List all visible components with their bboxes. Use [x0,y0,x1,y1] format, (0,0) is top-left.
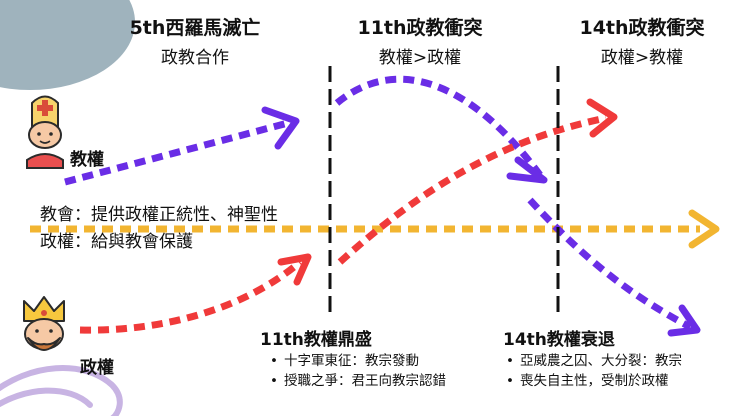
state-role-note: 政權：給與教會保護 [40,232,193,252]
period-14th-subtitle: 政權>教權 [600,48,684,68]
period-11th-title: 11th政教衝突 [357,17,483,39]
state-authority-line [79,98,618,334]
king-icon [23,296,65,351]
decline-section-title: 14th教權衰退 [503,330,615,350]
church-authority-line [64,75,701,337]
decline-bullet-list: 亞威農之囚、大分裂：教宗 喪失自主性，受制於政權 [504,351,682,391]
peak-bullet: 授職之爭：君王向教宗認錯 [268,371,446,391]
decorative-blob-top-left [0,0,135,90]
period-5th-subtitle: 政教合作 [161,48,229,68]
peak-bullet: 十字軍東征：教宗發動 [268,351,446,371]
cooperation-baseline [30,209,720,249]
period-11th-subtitle: 教權>政權 [378,48,462,68]
pope-icon [26,95,64,169]
peak-section-title: 11th教權鼎盛 [260,330,372,350]
church-label: 教權 [70,150,104,170]
period-14th-title: 14th政教衝突 [579,17,705,39]
decorative-scribble [0,365,123,416]
church-role-note: 教會：提供政權正統性、神聖性 [40,205,278,225]
decline-bullet: 亞威農之囚、大分裂：教宗 [504,351,682,371]
state-label: 政權 [80,358,114,378]
period-5th-title: 5th西羅馬滅亡 [129,17,261,39]
decline-bullet: 喪失自主性，受制於政權 [504,371,682,391]
decorative-scribble-inner [0,387,93,408]
peak-bullet-list: 十字軍東征：教宗發動 授職之爭：君王向教宗認錯 [268,351,446,391]
